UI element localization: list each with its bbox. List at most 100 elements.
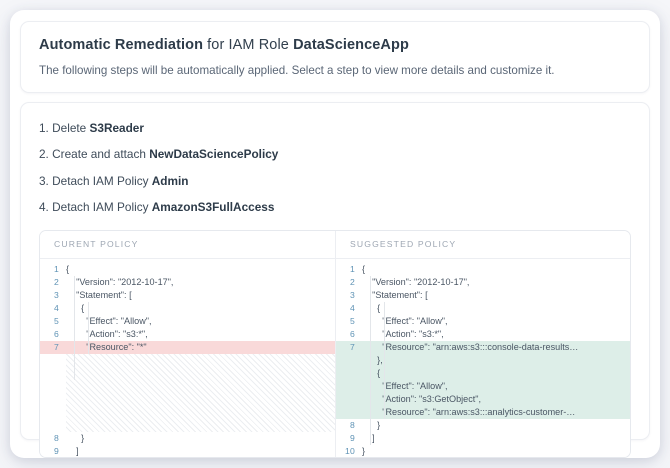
line-number: 3 xyxy=(54,289,59,300)
line-number: 10 xyxy=(345,445,355,456)
line-text: "Version": "2012-10-17", xyxy=(362,276,470,287)
step-number-3: 3. xyxy=(39,173,53,188)
code-line: 1{ xyxy=(336,263,630,276)
code-line: "Action": "s3:GetObject", xyxy=(336,392,630,406)
suggested-policy-header: SUGGESTED POLICY xyxy=(335,230,630,258)
line-text: { xyxy=(362,302,381,313)
line-text: "Action": "s3:*", xyxy=(66,328,148,339)
step-target-3: Admin xyxy=(151,173,189,188)
policy-diff-viewer: CURENT POLICY SUGGESTED POLICY 1{2 "Vers… xyxy=(39,229,631,458)
code-line: 1{ xyxy=(40,263,335,276)
line-text: { xyxy=(362,367,381,378)
step-item-1[interactable]: 1. Delete S3Reader xyxy=(39,117,631,139)
line-text: "Action": "s3:*", xyxy=(362,328,444,339)
line-text: { xyxy=(66,302,85,313)
line-text: "Effect": "Allow", xyxy=(66,315,152,326)
step-target-2: NewDataSciencePolicy xyxy=(149,147,279,162)
code-line: 3 "Statement": [ xyxy=(336,289,630,302)
line-text: } xyxy=(362,445,366,456)
diff-header-row: CURENT POLICY SUGGESTED POLICY xyxy=(40,230,630,259)
step-target-4: AmazonS3FullAccess xyxy=(151,199,275,214)
step-action-4: Detach IAM Policy xyxy=(52,199,152,214)
line-text: ] xyxy=(362,432,375,443)
page-title-emphasis-primary: Automatic Remediation xyxy=(39,37,204,53)
line-text: "Resource": "*" xyxy=(66,341,147,352)
code-line: 5 "Effect": "Allow", xyxy=(336,315,630,328)
code-line: { xyxy=(336,366,630,380)
line-number: 2 xyxy=(350,276,355,287)
code-line: 2 "Version": "2012-10-17", xyxy=(336,276,630,289)
line-number: 7 xyxy=(54,341,59,352)
step-item-2[interactable]: 2. Create and attach NewDataSciencePolic… xyxy=(39,143,631,165)
page-title-role-name: DataScienceApp xyxy=(293,37,409,53)
line-number: 1 xyxy=(350,263,355,274)
line-number: 8 xyxy=(350,419,355,430)
line-text: "Statement": [ xyxy=(362,289,428,300)
line-text: }, xyxy=(362,354,383,365)
code-line: }, xyxy=(336,353,630,367)
line-text: "Resource": "arn:aws:s3:::analytics-cust… xyxy=(362,406,576,417)
current-policy-header: CURENT POLICY xyxy=(40,230,335,258)
step-number-2: 2. xyxy=(39,147,53,162)
line-number: 7 xyxy=(350,341,355,352)
diff-hatch-pattern xyxy=(66,353,335,432)
line-text: { xyxy=(362,263,366,274)
line-number: 6 xyxy=(350,328,355,339)
line-number: 9 xyxy=(350,432,355,443)
code-line: 2 "Version": "2012-10-17", xyxy=(40,276,335,289)
header-card: Automatic Remediation for IAM Role DataS… xyxy=(20,21,650,94)
line-number: 6 xyxy=(54,328,59,339)
step-item-4[interactable]: 4. Detach IAM Policy AmazonS3FullAccess xyxy=(39,196,631,218)
code-line: 3 "Statement": [ xyxy=(40,289,335,302)
step-action-1: Delete xyxy=(52,121,90,136)
code-line: 4 { xyxy=(40,302,335,315)
code-line: 5 "Effect": "Allow", xyxy=(40,315,335,328)
code-line: 4 { xyxy=(336,302,630,315)
step-target-1: S3Reader xyxy=(89,121,144,136)
code-line: 9 ] xyxy=(336,432,630,445)
line-text: ] xyxy=(66,445,79,456)
step-number-4: 4. xyxy=(39,199,53,214)
line-text: "Action": "s3:GetObject", xyxy=(362,393,482,404)
code-line: 6 "Action": "s3:*", xyxy=(40,328,335,341)
line-text: } xyxy=(362,419,381,430)
step-action-3: Detach IAM Policy xyxy=(52,173,152,188)
step-number-1: 1. xyxy=(39,121,53,136)
page-subtitle: The following steps will be automaticall… xyxy=(39,64,555,78)
indent-guide xyxy=(74,275,75,380)
line-number: 5 xyxy=(54,315,59,326)
line-number: 4 xyxy=(54,302,59,313)
remediation-steps-list: 1. Delete S3Reader 2. Create and attach … xyxy=(39,117,631,218)
line-number: 1 xyxy=(54,263,59,274)
line-text: } xyxy=(66,432,85,443)
step-action-2: Create and attach xyxy=(52,147,150,162)
line-number: 2 xyxy=(54,276,59,287)
code-line: "Resource": "arn:aws:s3:::analytics-cust… xyxy=(336,405,630,419)
remediation-shell-card: Automatic Remediation for IAM Role DataS… xyxy=(10,10,660,458)
code-line: "Effect": "Allow", xyxy=(336,379,630,393)
line-text: "Version": "2012-10-17", xyxy=(66,276,174,287)
code-line: 6 "Action": "s3:*", xyxy=(336,328,630,341)
step-item-3[interactable]: 3. Detach IAM Policy Admin xyxy=(39,170,631,192)
filler-gutter xyxy=(40,353,66,432)
page-title-middle: for IAM Role xyxy=(203,37,294,53)
line-number: 5 xyxy=(350,315,355,326)
line-text: "Resource": "arn:aws:s3:::console-data-r… xyxy=(362,341,579,352)
code-line: 7 "Resource": "arn:aws:s3:::console-data… xyxy=(336,340,630,354)
line-number: 4 xyxy=(350,302,355,313)
line-text: "Effect": "Allow", xyxy=(362,380,448,391)
line-text: { xyxy=(66,263,70,274)
code-line: 10} xyxy=(336,445,630,457)
suggested-policy-code: 1{2 "Version": "2012-10-17",3 "Statement… xyxy=(336,259,630,457)
diff-filler-region xyxy=(40,353,335,432)
line-number: 9 xyxy=(54,445,59,456)
code-line: 9 ] xyxy=(40,445,335,457)
indent-guide-secondary xyxy=(88,301,89,354)
indent-guide xyxy=(370,275,371,445)
line-text: "Statement": [ xyxy=(66,289,132,300)
line-number: 8 xyxy=(54,432,59,443)
current-policy-pane[interactable]: 1{2 "Version": "2012-10-17",3 "Statement… xyxy=(40,258,335,457)
code-line: 8 } xyxy=(40,432,335,445)
suggested-policy-pane[interactable]: 1{2 "Version": "2012-10-17",3 "Statement… xyxy=(335,258,630,457)
